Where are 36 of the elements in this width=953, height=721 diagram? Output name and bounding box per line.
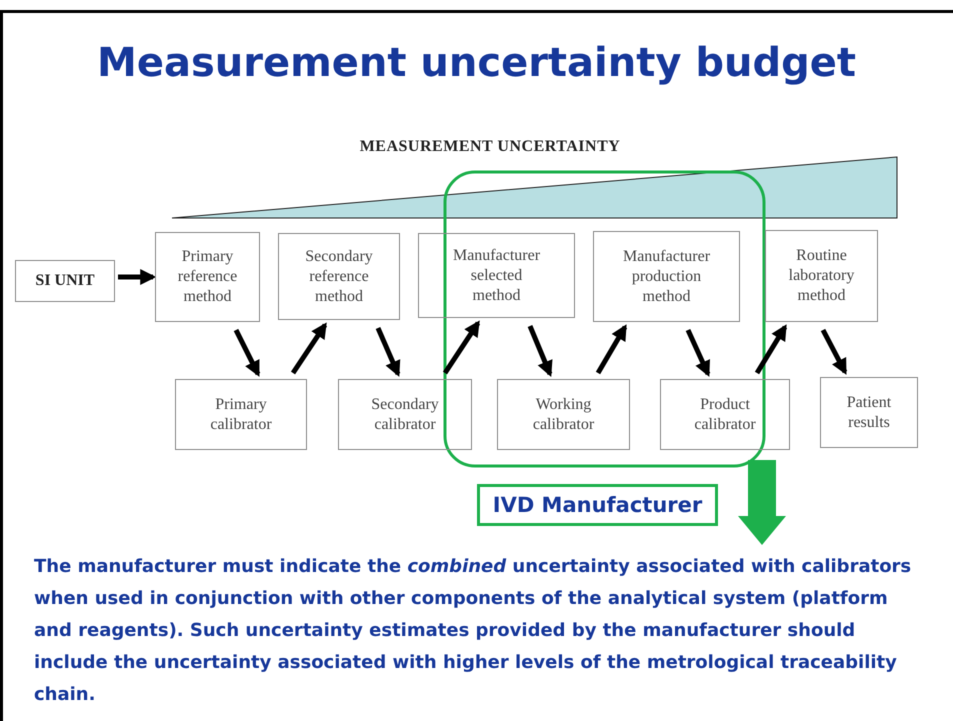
arrow xyxy=(376,327,400,377)
method-box xyxy=(278,233,400,320)
box-label: Routine laboratory method xyxy=(788,246,856,306)
axis-label: MEASUREMENT UNCERTAINTY xyxy=(358,138,622,156)
method-box xyxy=(155,232,260,322)
box-label: Patient results xyxy=(846,392,892,432)
calibrator-box xyxy=(338,379,472,450)
calibrator-box xyxy=(175,379,307,450)
arrow xyxy=(234,328,260,377)
arrow xyxy=(820,328,848,375)
calibrator-box xyxy=(497,379,630,450)
result-box xyxy=(820,377,918,448)
calibrator-box xyxy=(660,379,790,450)
method-box xyxy=(593,231,740,322)
box-label: Working calibrator xyxy=(532,394,596,434)
method-box xyxy=(418,233,575,318)
group-label-box xyxy=(477,484,718,526)
method-box xyxy=(765,230,878,322)
box-label: Primary calibrator xyxy=(209,394,273,434)
box-label: Secondary reference method xyxy=(304,246,374,306)
arrow xyxy=(528,325,552,377)
box-label: Manufacturer production method xyxy=(622,246,712,306)
arrow xyxy=(596,324,628,374)
box-label: IVD Manufacturer xyxy=(492,493,702,517)
arrow xyxy=(290,322,328,374)
box-label: Secondary calibrator xyxy=(370,394,440,434)
slide-title: Measurement uncertainty budget xyxy=(96,40,857,86)
box-label: SI UNIT xyxy=(35,271,95,291)
box-label: Manufacturer selected method xyxy=(452,246,542,306)
arrow xyxy=(754,324,788,374)
body-paragraph: The manufacturer must indicate the combined uncertainty associated with calibrators when used in conjunction with other components of the analytical system (platform and reagents). Such uncertainty estimates provided by the manufacturer should include the uncertainty associated with higher levels of the metrological traceability chain. xyxy=(34,555,912,707)
unit-box xyxy=(15,260,115,302)
arrow xyxy=(118,269,156,285)
box-label: Product calibrator xyxy=(693,394,757,434)
box-label: Primary reference method xyxy=(176,247,238,307)
arrow xyxy=(686,328,710,377)
